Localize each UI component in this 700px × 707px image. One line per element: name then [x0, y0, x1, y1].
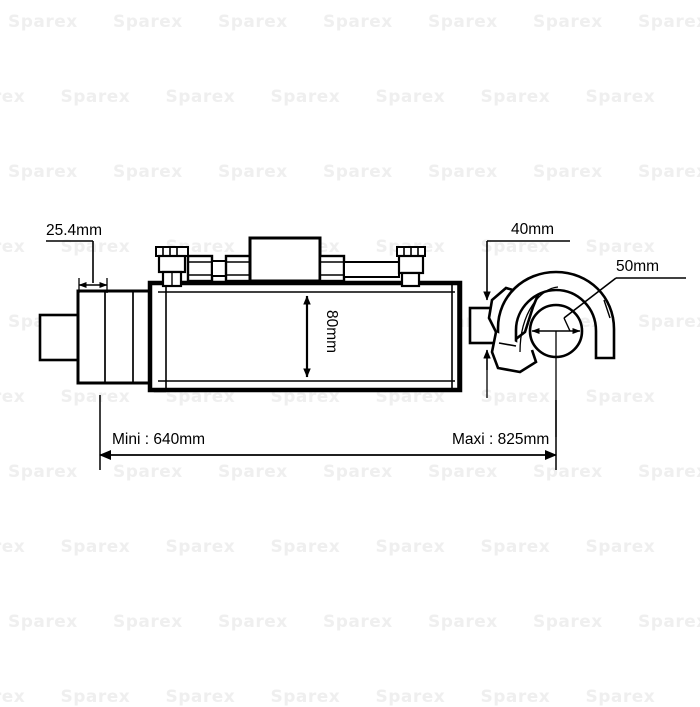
right-port-body [397, 254, 425, 275]
rod-end-assembly [38, 281, 167, 393]
dim-label-mini: Mini : 640mm [112, 431, 205, 448]
hydraulic-plumbing [155, 236, 426, 288]
rod-end-block [76, 289, 160, 385]
rod-stub [38, 313, 80, 362]
tube-segment-2 [343, 261, 400, 278]
dimension-25-4mm [46, 240, 108, 293]
quick-hitch-hook [468, 270, 616, 374]
dim-label-25-4mm: 25.4mm [46, 222, 102, 239]
dim-label-50mm: 50mm [616, 258, 659, 275]
cylinder-barrel [147, 280, 463, 393]
dim-50-leader-diagonal [563, 277, 617, 319]
left-port-knurl [155, 246, 189, 257]
hook-jaw-detail-1 [498, 342, 517, 347]
dimension-40mm [483, 240, 570, 398]
dimension-overall-length [99, 395, 557, 470]
dim-label-maxi: Maxi : 825mm [452, 431, 549, 448]
hex-nut-3 [318, 254, 346, 283]
hook-body-shade [603, 299, 611, 319]
barrel-outer [147, 280, 463, 393]
dim-label-40mm: 40mm [511, 221, 554, 238]
dim-label-80mm: 80mm [323, 310, 340, 353]
hex-nut-1 [186, 254, 214, 283]
hex-nut-2 [224, 254, 252, 283]
right-port-stem [400, 271, 421, 288]
hook-body-inner-arc [519, 286, 559, 353]
dim-50-inner-pointer [563, 317, 571, 332]
left-port-body [157, 254, 187, 274]
hook-body-outer [496, 270, 616, 360]
hook-lower-jaw [490, 331, 538, 374]
tube-segment-1 [211, 260, 227, 277]
valve-block [248, 236, 322, 283]
